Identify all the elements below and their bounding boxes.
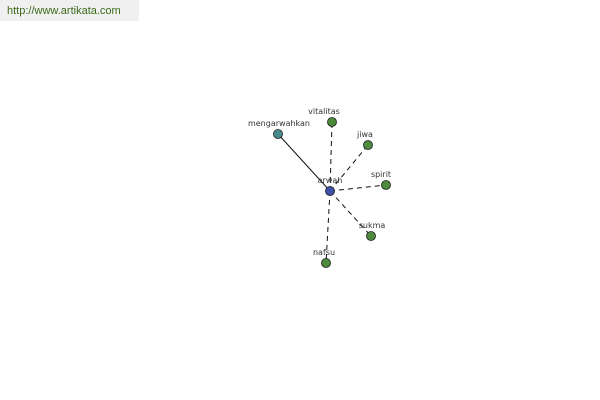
node-sukma-label: sukma [359,221,386,230]
node-sukma[interactable]: sukma [359,221,386,241]
node-vitalitas[interactable]: vitalitas [308,107,340,127]
node-spirit[interactable]: spirit [371,170,391,190]
node-jiwa[interactable]: jiwa [356,130,373,150]
edge-vitalitas [329,121,333,192]
node-center-arwah-label: arwah [318,176,343,185]
node-sukma-dot[interactable] [366,231,376,241]
node-mengarwahkan-dot[interactable] [273,129,283,139]
edge-nafsu [325,190,331,264]
node-vitalitas-label: vitalitas [308,107,340,116]
source-url[interactable]: http://www.artikata.com [0,0,139,21]
edge-jiwa [329,144,369,192]
node-jiwa-dot[interactable] [363,140,373,150]
node-spirit-label: spirit [371,170,391,179]
edge-spirit [329,184,387,192]
node-vitalitas-dot[interactable] [327,117,337,127]
nodes: mengarwahkan vitalitas jiwa spirit sukma nafs… [248,107,391,268]
node-nafsu[interactable]: nafsu [313,248,335,268]
edge-sukma [329,190,372,237]
edge-mengarwahkan [277,133,331,192]
node-spirit-dot[interactable] [381,180,391,190]
edges [277,121,387,264]
node-nafsu-dot[interactable] [321,258,331,268]
node-mengarwahkan[interactable]: mengarwahkan [248,119,310,139]
node-mengarwahkan-label: mengarwahkan [248,119,310,128]
node-center-arwah-dot[interactable] [325,186,335,196]
node-jiwa-label: jiwa [356,130,373,139]
node-nafsu-label: nafsu [313,248,335,257]
node-center-arwah[interactable]: arwah [318,176,343,196]
